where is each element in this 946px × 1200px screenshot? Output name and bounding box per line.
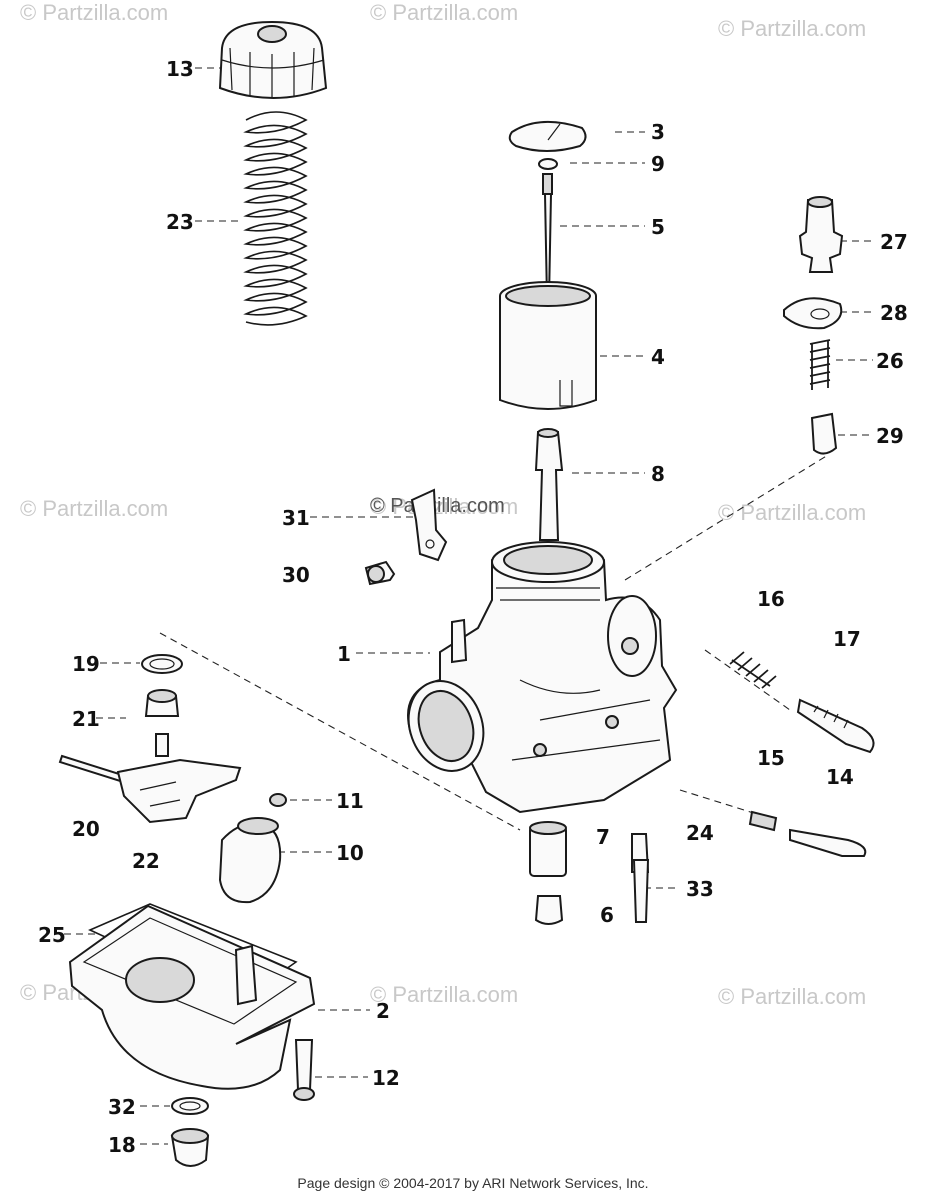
watermark: © Partzilla.com <box>370 0 518 25</box>
part-30-screw <box>364 560 396 586</box>
watermark: © Partzilla.com <box>20 0 168 25</box>
callout-8: 8 <box>651 462 665 486</box>
part-5-needle <box>542 173 553 301</box>
watermark: © Partzilla.com <box>20 496 168 521</box>
watermark-layer: © Partzilla.com © Partzilla.com © Partzi… <box>20 0 866 1009</box>
part-13-cap <box>218 20 328 99</box>
callout-labels: 13 23 3 9 5 4 8 27 28 26 29 31 30 1 16 1… <box>38 57 908 1157</box>
callout-15: 15 <box>757 746 785 770</box>
callout-31: 31 <box>282 506 310 530</box>
watermark: © Partzilla.com <box>718 500 866 525</box>
part-23-spring <box>243 111 308 326</box>
callout-16: 16 <box>757 587 785 611</box>
part-9-clip <box>538 158 558 170</box>
part-21-needle-valve <box>144 689 180 757</box>
callout-26: 26 <box>876 349 904 373</box>
leader-lines <box>64 67 873 1145</box>
part-1-carburetor-body <box>407 541 678 814</box>
callout-24: 24 <box>686 821 714 845</box>
part-28-plate <box>783 297 843 330</box>
watermark: © Partzilla.com <box>718 16 866 41</box>
part-18-drain-plug <box>170 1128 210 1167</box>
callout-13: 13 <box>166 57 194 81</box>
callout-29: 29 <box>876 424 904 448</box>
callout-22: 22 <box>132 849 160 873</box>
callout-20: 20 <box>72 817 100 841</box>
part-10-float <box>218 817 282 904</box>
part-2-float-bowl <box>68 904 316 1090</box>
part-6-main-jet <box>534 895 564 925</box>
footer-copyright: Page design © 2004-2017 by ARI Network S… <box>297 1175 649 1191</box>
callout-30: 30 <box>282 563 310 587</box>
part-3-plate <box>508 120 587 152</box>
part-22-float-arm <box>116 758 242 824</box>
part-14-screw <box>796 698 875 754</box>
callout-32: 32 <box>108 1095 136 1119</box>
part-15-screw <box>789 828 867 857</box>
part-15-spring <box>748 810 778 832</box>
callout-7: 7 <box>596 825 610 849</box>
callout-6: 6 <box>600 903 614 927</box>
callout-9: 9 <box>651 152 665 176</box>
part-4-slide <box>499 281 597 410</box>
callout-2: 2 <box>376 999 390 1023</box>
part-26-spring <box>809 339 831 390</box>
callout-19: 19 <box>72 652 100 676</box>
callout-18: 18 <box>108 1133 136 1157</box>
callout-3: 3 <box>651 120 665 144</box>
watermark: © Partzilla.com <box>370 982 518 1007</box>
callout-1: 1 <box>337 642 351 666</box>
part-12-screw <box>293 1039 315 1101</box>
part-11-pin <box>269 793 287 807</box>
callout-21: 21 <box>72 707 100 731</box>
part-16-spring <box>729 651 777 689</box>
callout-12: 12 <box>372 1066 400 1090</box>
part-29-plunger <box>810 412 838 455</box>
part-8-needle-jet <box>534 428 564 541</box>
callout-28: 28 <box>880 301 908 325</box>
part-19-o-ring <box>141 654 183 674</box>
watermark: © Partzilla.com <box>370 495 505 517</box>
part-33-screw <box>632 859 650 923</box>
part-7-jet-holder <box>529 821 567 877</box>
callout-33: 33 <box>686 877 714 901</box>
callout-4: 4 <box>651 345 665 369</box>
watermark: © Partzilla.com <box>370 494 518 519</box>
part-31-bracket <box>410 488 448 562</box>
callout-17: 17 <box>833 627 861 651</box>
callout-10: 10 <box>336 841 364 865</box>
part-27-fitting <box>798 196 844 273</box>
part-32-washer <box>171 1097 209 1115</box>
callout-14: 14 <box>826 765 854 789</box>
watermark: © Partzilla.com <box>718 984 866 1009</box>
callout-11: 11 <box>336 789 364 813</box>
callout-5: 5 <box>651 215 665 239</box>
callout-23: 23 <box>166 210 194 234</box>
callout-25: 25 <box>38 923 66 947</box>
callout-27: 27 <box>880 230 908 254</box>
